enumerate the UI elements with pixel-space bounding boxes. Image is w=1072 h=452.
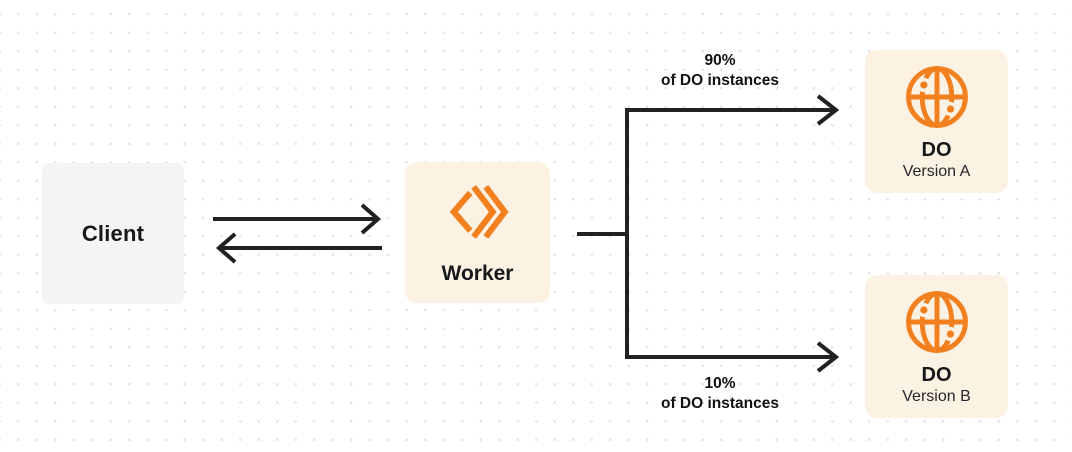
do-version-b-subtitle: Version B bbox=[902, 387, 971, 405]
split-bottom-label: 10% of DO instances bbox=[615, 374, 825, 414]
client-to-worker-arrowhead-icon bbox=[360, 203, 382, 235]
durable-object-globe-icon bbox=[905, 65, 968, 128]
branch-split-lines bbox=[625, 108, 834, 359]
do-version-a-node: DO Version A bbox=[865, 50, 1008, 193]
client-label: Client bbox=[81, 220, 145, 246]
split-bottom-percent: 10% bbox=[704, 375, 736, 392]
worker-to-client-arrowhead-icon bbox=[215, 232, 237, 264]
cloudflare-workers-icon bbox=[449, 184, 509, 239]
do-version-b-title: DO bbox=[921, 363, 952, 386]
do-version-a-subtitle: Version A bbox=[902, 162, 971, 180]
split-top-label: 90% of DO instances bbox=[615, 51, 825, 91]
split-top-caption: of DO instances bbox=[661, 72, 779, 89]
client-node: Client bbox=[42, 163, 184, 304]
do-version-a-title: DO bbox=[921, 138, 952, 161]
worker-node: Worker bbox=[405, 162, 550, 303]
branch-bottom-arrowhead-icon bbox=[816, 341, 840, 373]
split-top-percent: 90% bbox=[704, 52, 736, 69]
do-version-b-node: DO Version B bbox=[865, 275, 1008, 418]
durable-object-globe-icon bbox=[905, 290, 968, 353]
worker-label: Worker bbox=[441, 261, 514, 285]
split-bottom-caption: of DO instances bbox=[661, 395, 779, 412]
branch-top-arrowhead-icon bbox=[816, 94, 840, 126]
